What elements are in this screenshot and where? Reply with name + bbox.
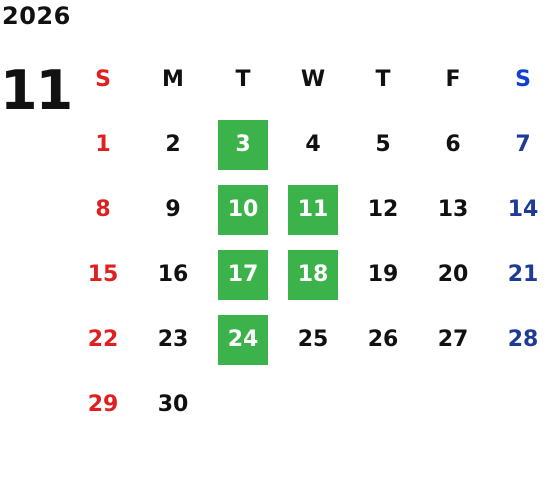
- day-cell[interactable]: 6: [418, 112, 488, 177]
- day-cell[interactable]: 20: [418, 242, 488, 307]
- day-number: 8: [95, 197, 111, 222]
- day-cell[interactable]: 23: [138, 307, 208, 372]
- day-number: 20: [437, 262, 469, 287]
- day-number: 17: [218, 249, 268, 300]
- day-number: 25: [297, 327, 329, 352]
- day-number: 16: [157, 262, 189, 287]
- day-number: 14: [507, 197, 539, 222]
- day-cell[interactable]: 12: [348, 177, 418, 242]
- day-number: 1: [95, 132, 111, 157]
- day-cell-highlighted[interactable]: 3: [208, 112, 278, 177]
- weekday-label: T: [235, 67, 251, 92]
- weekday-label: S: [95, 67, 111, 92]
- weekday-header: S: [68, 47, 138, 112]
- day-cell[interactable]: 13: [418, 177, 488, 242]
- day-cell[interactable]: 5: [348, 112, 418, 177]
- day-number: 18: [288, 249, 338, 300]
- weekday-label: T: [375, 67, 391, 92]
- weekday-header: S: [488, 47, 548, 112]
- day-number: 21: [507, 262, 539, 287]
- day-number: 9: [165, 197, 181, 222]
- day-cell[interactable]: 21: [488, 242, 548, 307]
- day-cell[interactable]: 22: [68, 307, 138, 372]
- weekday-header: M: [138, 47, 208, 112]
- day-number: 4: [305, 132, 321, 157]
- day-cell[interactable]: 9: [138, 177, 208, 242]
- day-cell[interactable]: 8: [68, 177, 138, 242]
- day-cell[interactable]: 2: [138, 112, 208, 177]
- day-number: 28: [507, 327, 539, 352]
- year-label: 2026: [2, 2, 71, 30]
- day-number: 15: [87, 262, 119, 287]
- day-number: 13: [437, 197, 469, 222]
- day-cell[interactable]: 26: [348, 307, 418, 372]
- day-cell[interactable]: 30: [138, 372, 208, 437]
- day-number: 3: [218, 119, 268, 170]
- day-cell-highlighted[interactable]: 11: [278, 177, 348, 242]
- day-number: 7: [515, 132, 531, 157]
- day-cell[interactable]: 1: [68, 112, 138, 177]
- day-number: 22: [87, 327, 119, 352]
- day-cell[interactable]: 16: [138, 242, 208, 307]
- weekday-header: T: [348, 47, 418, 112]
- day-number: 5: [375, 132, 391, 157]
- day-cell-highlighted[interactable]: 10: [208, 177, 278, 242]
- day-number: 6: [445, 132, 461, 157]
- day-cell[interactable]: 15: [68, 242, 138, 307]
- day-number: 29: [87, 392, 119, 417]
- day-cell[interactable]: 27: [418, 307, 488, 372]
- day-cell[interactable]: 19: [348, 242, 418, 307]
- day-number: 2: [165, 132, 181, 157]
- day-number: 24: [218, 314, 268, 365]
- day-cell[interactable]: 7: [488, 112, 548, 177]
- day-cell[interactable]: 25: [278, 307, 348, 372]
- day-number: 27: [437, 327, 469, 352]
- day-number: 26: [367, 327, 399, 352]
- day-cell-highlighted[interactable]: 18: [278, 242, 348, 307]
- day-cell-highlighted[interactable]: 17: [208, 242, 278, 307]
- day-cell[interactable]: 14: [488, 177, 548, 242]
- weekday-header: W: [278, 47, 348, 112]
- month-number: 11: [0, 59, 73, 122]
- day-number: 11: [288, 184, 338, 235]
- day-number: 12: [367, 197, 399, 222]
- day-number: 30: [157, 392, 189, 417]
- day-cell[interactable]: 4: [278, 112, 348, 177]
- day-cell[interactable]: 28: [488, 307, 548, 372]
- weekday-label: S: [515, 67, 531, 92]
- weekday-label: M: [162, 67, 184, 92]
- day-number: 19: [367, 262, 399, 287]
- day-number: 10: [218, 184, 268, 235]
- weekday-header: T: [208, 47, 278, 112]
- day-cell-highlighted[interactable]: 24: [208, 307, 278, 372]
- day-cell[interactable]: 29: [68, 372, 138, 437]
- weekday-header: F: [418, 47, 488, 112]
- day-number: 23: [157, 327, 189, 352]
- weekday-label: W: [300, 67, 326, 92]
- weekday-label: F: [445, 67, 461, 92]
